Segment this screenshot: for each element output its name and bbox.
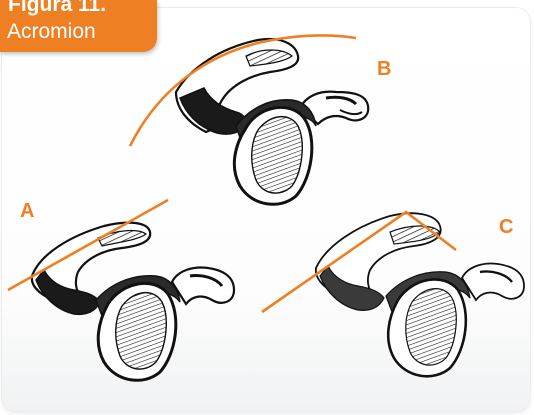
- label-a: A: [20, 200, 34, 222]
- label-b: B: [377, 58, 391, 80]
- label-c: C: [499, 216, 513, 238]
- figure-title: Figura 11.: [8, 0, 106, 16]
- scapula-drawing-a: [8, 200, 234, 380]
- scapula-drawing-b: [130, 35, 368, 204]
- figure-subtitle: Acromion: [7, 20, 96, 44]
- figure-caption-tab: Figura 11. Acromion: [0, 0, 157, 52]
- scapula-drawing-c: [262, 212, 524, 376]
